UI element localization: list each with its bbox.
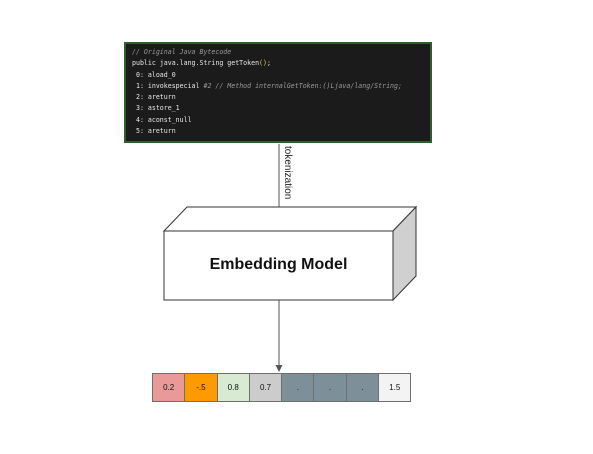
tokenization-label: tokenization [282, 146, 293, 200]
model-box-front-face [163, 230, 394, 301]
code-line: 4: aconst_null [132, 115, 430, 126]
code-token: #2 // Method internalGetToken:()Ljava/la… [203, 81, 402, 90]
code-line: // Original Java Bytecode [132, 47, 430, 58]
code-line: 1: invokespecial #2 // Method internalGe… [132, 81, 430, 92]
code-token: public java.lang.String getToken [132, 59, 260, 68]
code-token: ; [267, 59, 271, 68]
embedding-model-label: Embedding Model [209, 256, 348, 273]
embedding-cell: 0.7 [248, 373, 283, 402]
code-line: 3: astore_1 [132, 103, 430, 114]
embedding-cell: . [345, 373, 380, 402]
embedding-cell: -.5 [184, 373, 218, 402]
embedding-cell: . [281, 373, 315, 402]
code-token: 4: aconst_null [132, 115, 192, 124]
code-line: 0: aload_0 [132, 70, 430, 81]
code-token: 1: invokespecial [132, 81, 204, 90]
embedding-cell: . [313, 373, 347, 402]
embedding-cell: 0.8 [216, 373, 250, 402]
code-token: 0: aload_0 [132, 70, 176, 79]
code-line: public java.lang.String getToken(); [132, 58, 430, 69]
code-line: 5: areturn [132, 126, 430, 137]
code-token: 2: areturn [132, 93, 176, 102]
code-token: 5: areturn [132, 127, 176, 136]
code-token: 3: astore_1 [132, 104, 180, 113]
code-token: () [259, 59, 267, 68]
model-box-top-face [162, 206, 418, 232]
bytecode-code-block: // Original Java Bytecode public java.lan… [124, 42, 432, 143]
code-line: 2: areturn [132, 92, 430, 103]
embedding-cell: 0.2 [152, 373, 186, 402]
code-token: // Original Java Bytecode [132, 48, 232, 56]
embedding-cell: 1.5 [378, 373, 412, 402]
